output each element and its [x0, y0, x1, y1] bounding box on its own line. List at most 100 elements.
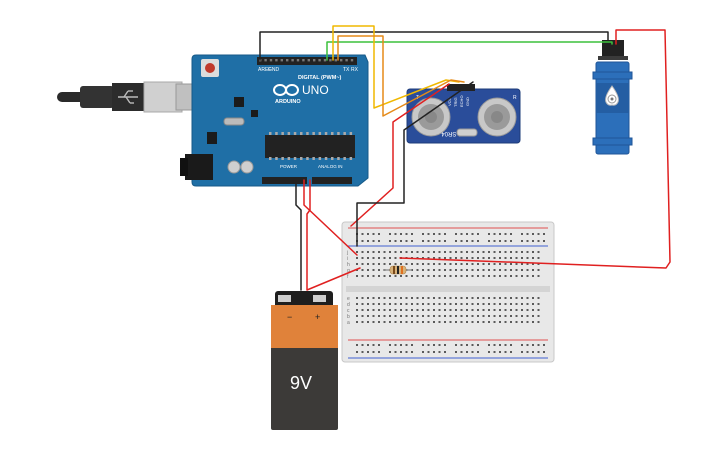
breadboard-hole [378, 303, 380, 305]
breadboard-hole [416, 263, 419, 265]
breadboard[interactable]: j i h g f e d c b a [341, 221, 555, 363]
chip-pin [269, 132, 272, 135]
breadboard-hole [460, 251, 463, 253]
wire-green-signal-servo[interactable] [326, 41, 613, 61]
breadboard-hole [444, 269, 446, 271]
breadboard-hole [378, 240, 380, 242]
breadboard-hole [400, 309, 402, 311]
breadboard-hole [394, 233, 397, 235]
breadboard-hole [411, 275, 413, 277]
breadboard-hole [471, 303, 474, 305]
breadboard-hole [361, 315, 364, 317]
breadboard-hole [455, 303, 457, 305]
usb-cable[interactable] [57, 81, 199, 113]
wire-black-battery[interactable] [295, 179, 302, 291]
wire-red-5v[interactable] [303, 179, 358, 256]
breadboard-hole [477, 297, 479, 299]
breadboard-hole [422, 251, 424, 253]
wire-red-vin-battery[interactable] [306, 179, 361, 291]
breadboard-hole [537, 251, 540, 253]
wire-orange-echo[interactable] [337, 35, 465, 117]
breadboard-hole [389, 257, 391, 259]
sensor-header-pins [447, 84, 475, 91]
breadboard-hole [521, 263, 523, 265]
svg-text:b: b [347, 314, 350, 320]
chip-pin [337, 132, 340, 135]
breadboard-hole [389, 233, 391, 235]
chip-pin [318, 132, 322, 135]
breadboard-hole [466, 263, 468, 265]
breadboard-hole [526, 251, 529, 253]
ultrasonic-sensor[interactable]: VCC TRIG ECHO GND T R HC-SR04 [406, 84, 521, 144]
breadboard-hole [422, 257, 424, 259]
breadboard-hole [433, 233, 435, 235]
breadboard-hole [510, 315, 512, 317]
breadboard-hole [378, 233, 380, 235]
breadboard-hole [372, 251, 375, 253]
breadboard-hole [537, 257, 540, 259]
breadboard-hole [477, 315, 479, 317]
breadboard-hole [537, 303, 540, 305]
svg-text:TRIG: TRIG [453, 97, 458, 107]
breadboard-hole [543, 351, 545, 353]
wire-red-servo-power[interactable] [399, 29, 671, 269]
wire-black-gnd-servo[interactable] [259, 31, 609, 61]
digital-label: DIGITAL (PWM~) [298, 75, 342, 81]
receiver-transducer [477, 97, 517, 137]
svg-text:ARDUINO: ARDUINO [275, 99, 301, 105]
wire-black-gnd-sensor[interactable] [356, 81, 474, 247]
servo-horn[interactable] [605, 85, 619, 106]
header-pin [345, 59, 348, 62]
breadboard-hole [477, 351, 479, 353]
breadboard-hole [361, 240, 364, 242]
battery-voltage-label: 9V [290, 373, 312, 393]
breadboard-hole [515, 269, 518, 271]
breadboard-hole [455, 297, 457, 299]
servo-motor[interactable] [592, 40, 633, 155]
breadboard-hole [466, 240, 468, 242]
breadboard-hole [515, 303, 518, 305]
breadboard-hole [427, 309, 430, 311]
breadboard-hole [438, 251, 441, 253]
breadboard-hole [427, 303, 430, 305]
battery-9v[interactable]: − + 9V [271, 291, 338, 430]
chip-pin [324, 157, 328, 160]
breadboard-hole [411, 263, 413, 265]
breadboard-hole [510, 303, 512, 305]
reset-button[interactable] [201, 59, 219, 77]
battery-plus-label: + [315, 312, 320, 322]
breadboard-hole [499, 233, 501, 235]
breadboard-hole [389, 251, 391, 253]
breadboard-hole [526, 303, 529, 305]
wire-red-vcc-sensor[interactable] [350, 83, 450, 227]
model-label: UNO [302, 83, 329, 97]
breadboard-hole [427, 344, 430, 346]
resistor[interactable] [384, 265, 412, 275]
breadboard-hole [532, 321, 534, 323]
breadboard-hole [488, 257, 490, 259]
power-jack[interactable] [180, 154, 213, 180]
breadboard-hole [504, 297, 507, 299]
breadboard-hole [515, 251, 518, 253]
breadboard-hole [405, 275, 408, 277]
breadboard-hole [504, 344, 507, 346]
breadboard-hole [356, 263, 358, 265]
breadboard-hole [383, 321, 386, 323]
breadboard-hole [372, 315, 375, 317]
breadboard-hole [521, 233, 523, 235]
breadboard-hole [444, 263, 446, 265]
breadboard-hole [372, 344, 375, 346]
breadboard-hole [444, 297, 446, 299]
breadboard-hole [460, 233, 463, 235]
breadboard-hole [460, 344, 463, 346]
wire-yellow-trig[interactable] [332, 25, 460, 109]
breadboard-hole [400, 351, 402, 353]
breadboard-hole [411, 321, 413, 323]
breadboard-hole [488, 344, 490, 346]
chip-pin [300, 157, 303, 160]
breadboard-hole [411, 309, 413, 311]
breadboard-hole [389, 321, 391, 323]
breadboard-hole [405, 321, 408, 323]
arduino-uno-board[interactable]: AREF GND TX RX DIGITAL (PWM~) ARDUINO UN… [180, 54, 369, 187]
breadboard-hole [482, 269, 485, 271]
